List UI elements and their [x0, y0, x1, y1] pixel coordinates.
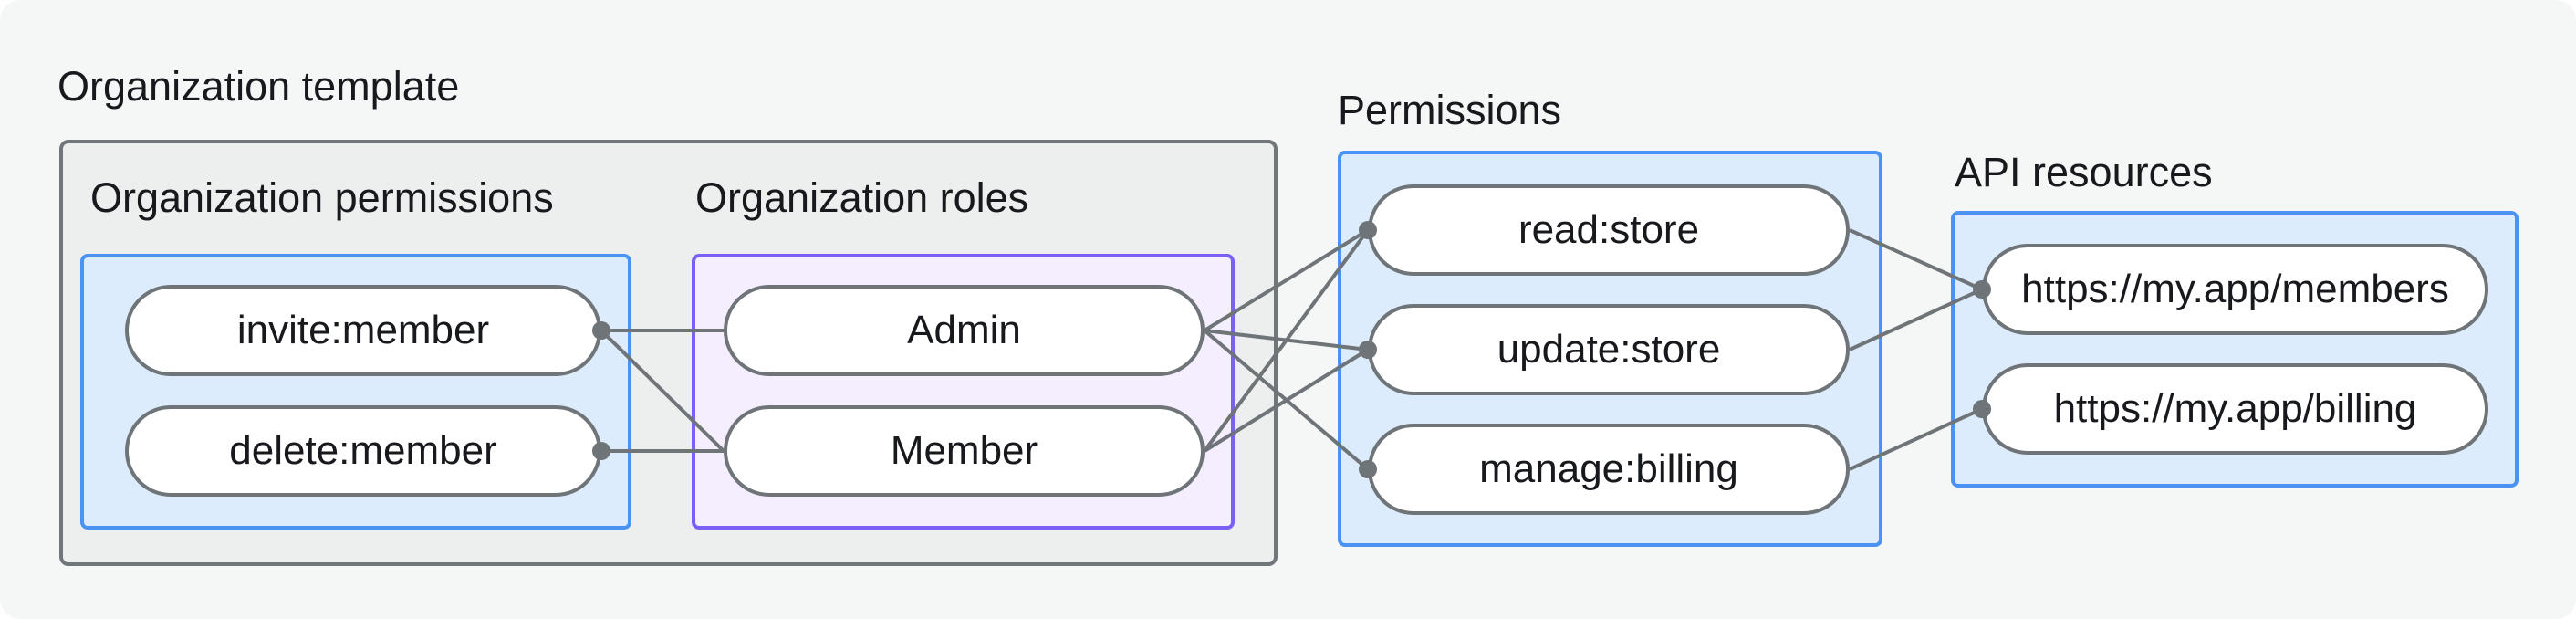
api-resources-section-title: API resources — [1955, 149, 2213, 195]
node-delete-member: delete:member — [125, 405, 601, 497]
node-read-store: read:store — [1368, 184, 1850, 276]
organization-template-title: Organization template — [57, 63, 460, 110]
node-member-role: Member — [724, 405, 1205, 497]
node-api-members-url: https://my.app/members — [1982, 244, 2488, 335]
organization-roles-label: Organization roles — [695, 174, 1029, 221]
organization-permissions-label: Organization permissions — [90, 174, 554, 221]
node-api-billing-url: https://my.app/billing — [1982, 363, 2488, 455]
node-admin-role: Admin — [724, 285, 1205, 376]
node-manage-billing: manage:billing — [1368, 424, 1850, 515]
permissions-section-title: Permissions — [1338, 87, 1562, 133]
node-invite-member: invite:member — [125, 285, 601, 376]
node-update-store: update:store — [1368, 304, 1850, 395]
